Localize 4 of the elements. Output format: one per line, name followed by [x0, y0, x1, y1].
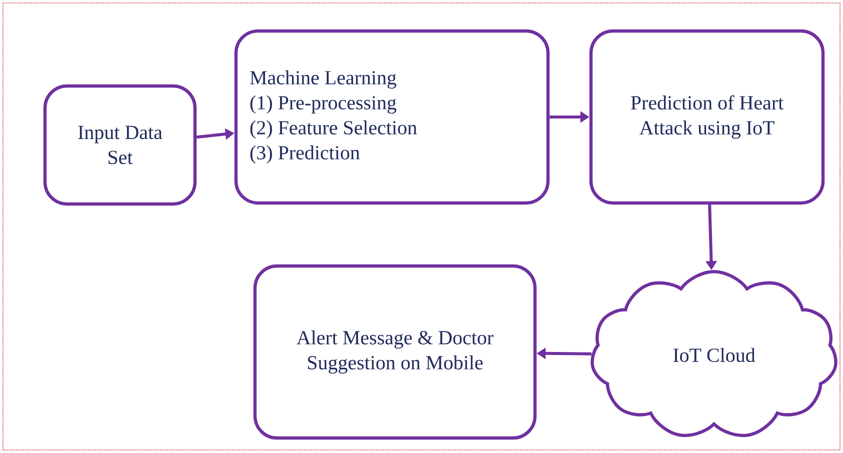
- process-box: Prediction of Heart Attack using IoT: [589, 29, 825, 205]
- process-box: Machine Learning (1) Pre-processing (2) Feature Selection (3) Prediction: [234, 29, 550, 205]
- process-box: Input Data Set: [43, 84, 197, 206]
- process-box: Alert Message & Doctor Suggestion on Mobile: [253, 264, 537, 440]
